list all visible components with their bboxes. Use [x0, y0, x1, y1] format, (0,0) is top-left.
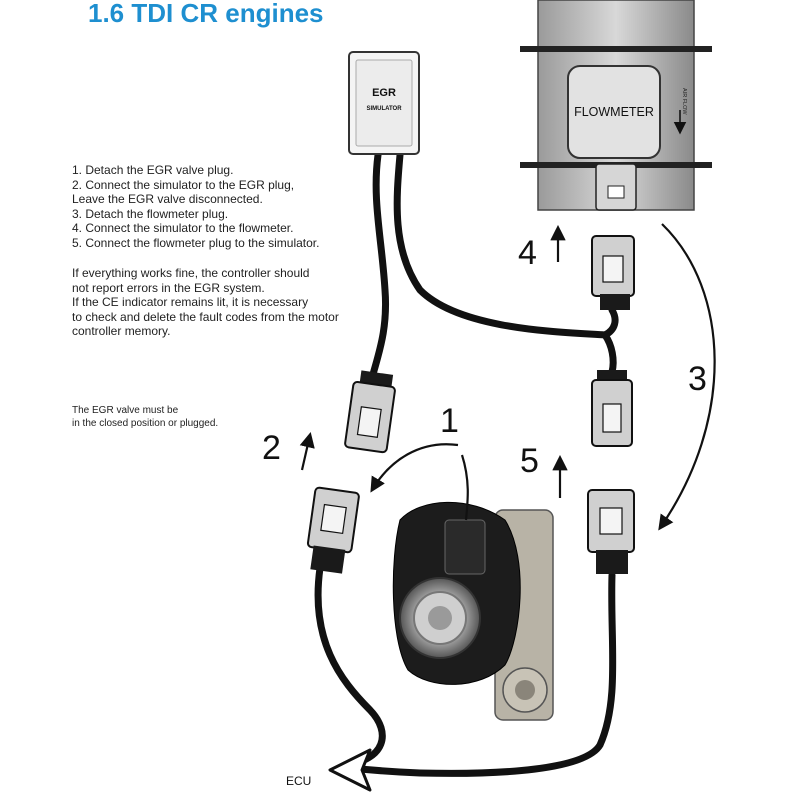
note-line: If everything works fine, the controller… [72, 266, 310, 280]
simulator-cable-right [393, 151, 619, 339]
notes-block: If everything works fine, the controller… [72, 266, 339, 339]
instruction-item: 3. Detach the flowmeter plug. [72, 206, 229, 221]
valve-note-line: in the closed position or plugged. [72, 418, 219, 429]
simulator-label-line1: EGR [372, 87, 396, 99]
connector-branch [591, 370, 633, 447]
flowmeter-plug-cable [346, 571, 617, 777]
valve-note: The EGR valve must be in the closed posi… [72, 404, 218, 430]
egr-simulator: EGR SIMULATOR [348, 51, 420, 155]
connector-egr-sim [344, 370, 396, 454]
connector-egr-plug [306, 486, 360, 574]
arrows [299, 223, 716, 531]
instruction-item: 1. Detach the EGR valve plug. [72, 163, 234, 177]
ecu-label: ECU [286, 774, 311, 788]
valve-note-line: The EGR valve must be [72, 405, 179, 416]
step-number-2: 2 [262, 429, 281, 467]
step-number-5: 5 [520, 442, 539, 480]
airflow-label: AIR FLOW [681, 88, 687, 115]
page-title: 1.6 TDI CR engines [88, 0, 324, 28]
simulator-label-line2: SIMULATOR [366, 106, 402, 112]
note-line: not report errors in the EGR system. [72, 280, 265, 295]
instruction-item: 2. Connect the simulator to the EGR plug… [72, 177, 295, 192]
connector-flowmeter-plug [587, 489, 635, 574]
instruction-item: Leave the EGR valve disconnected. [72, 192, 263, 207]
step-number-3: 3 [688, 360, 707, 398]
arrow-step3-icon [658, 223, 716, 531]
instruction-item: 5. Connect the flowmeter plug to the sim… [72, 235, 320, 250]
instruction-item: 4. Connect the simulator to the flowmete… [72, 221, 294, 236]
arrow-step2-icon [299, 431, 315, 471]
cables [314, 151, 619, 777]
egr-valve [392, 501, 554, 721]
step-number-1: 1 [440, 402, 459, 440]
simulator-cable-left [368, 151, 390, 382]
note-line: to check and delete the fault codes from… [72, 309, 339, 324]
note-line: controller memory. [72, 324, 171, 339]
flowmeter-label: FLOWMETER [574, 105, 654, 119]
step-number-4: 4 [518, 234, 537, 272]
arrow-step1-icon [372, 443, 469, 521]
instruction-list: 1. Detach the EGR valve plug. 2. Connect… [72, 163, 319, 251]
flowmeter: FLOWMETER AIR FLOW [520, 0, 712, 211]
ecu-arrow-icon [328, 748, 372, 792]
note-line: If the CE indicator remains lit, it is n… [72, 295, 309, 310]
egr-plug-cable [314, 564, 386, 769]
ecu-connector: ECU [286, 748, 372, 792]
connector-flowmeter-sim [591, 235, 635, 310]
branch-cable [601, 331, 617, 376]
